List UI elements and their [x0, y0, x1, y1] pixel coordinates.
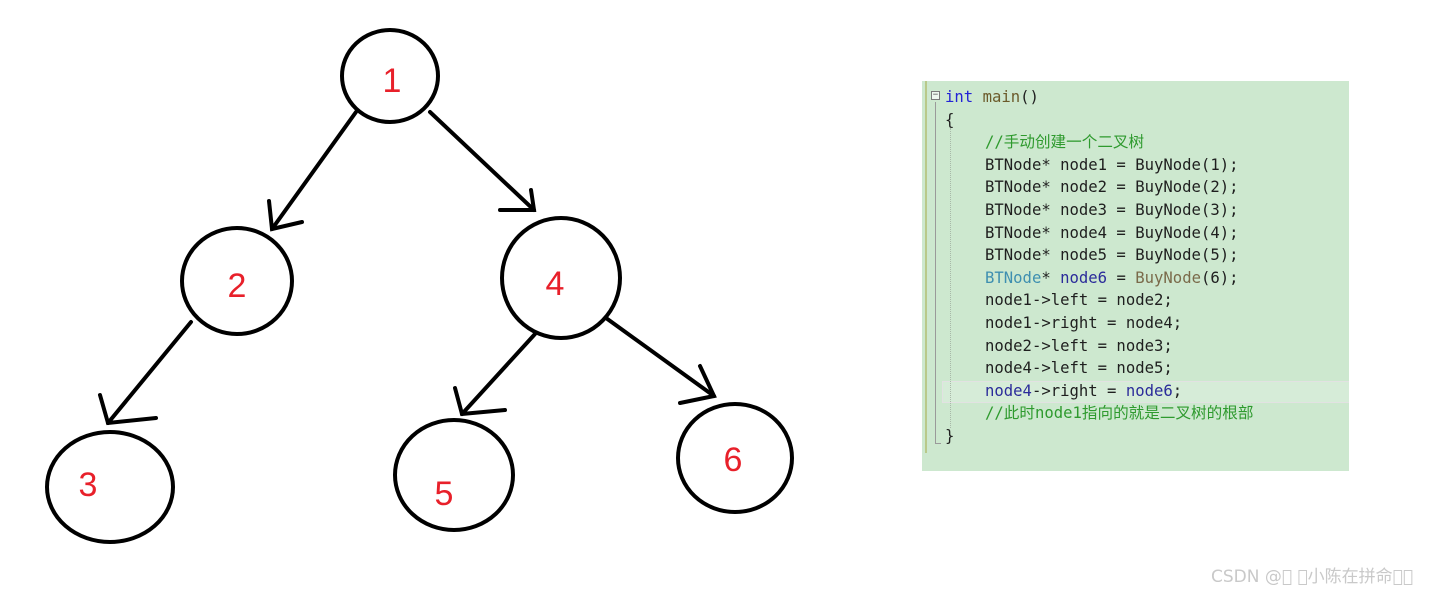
code-line-16: } [945, 427, 955, 445]
code-end: ; [1172, 381, 1183, 400]
code-star: * [1041, 268, 1061, 287]
current-line-highlight [942, 381, 1349, 403]
tree-edges [98, 110, 717, 426]
code-line-12: node2->left = node3; [985, 336, 1173, 355]
csdn-watermark: CSDN @   小陈在拼命   [1211, 567, 1414, 587]
code-line-13: node4->left = node5; [985, 359, 1173, 378]
code-comment-2: //此时node1指向的就是二叉树的根部 [985, 404, 1254, 423]
indent-guide [950, 128, 951, 428]
code-line-1: int main() [945, 86, 1039, 109]
code-line-2: { [945, 110, 955, 129]
node-label-3: 3 [79, 466, 98, 504]
node-label-6: 6 [724, 441, 743, 479]
fold-guide-end [935, 443, 941, 444]
code-line-9: BTNode* node6 = BuyNode(6); [985, 267, 1239, 290]
code-mid: ->right = [1031, 381, 1126, 400]
code-line-4: BTNode* node1 = BuyNode(1); [985, 155, 1239, 174]
tree-node-1: 1 [340, 28, 440, 124]
code-comment-1: //手动创建一个二叉树 [985, 133, 1145, 152]
code-editor-panel: − int main() { //手动创建一个二叉树 BTNode* node1… [922, 81, 1349, 471]
code-line-10: node1->left = node2; [985, 291, 1173, 310]
code-line-14[interactable]: node4->right = node6; [985, 380, 1182, 403]
var-node6: node6 [1060, 268, 1108, 287]
type-btnode: BTNode [985, 268, 1042, 287]
code-args: (6); [1200, 268, 1239, 287]
edge-4-6 [604, 316, 717, 405]
tree-node-3: 3 [45, 430, 175, 544]
var-node6-ref: node6 [1125, 381, 1173, 400]
code-line-5: BTNode* node2 = BuyNode(2); [985, 178, 1239, 197]
tree-node-5: 5 [393, 418, 515, 532]
keyword-int: int [945, 88, 974, 106]
code-parens: () [1020, 88, 1039, 106]
code-line-8: BTNode* node5 = BuyNode(5); [985, 246, 1239, 265]
node-label-1: 1 [383, 62, 402, 100]
var-node4: node4 [985, 381, 1032, 400]
edge-2-3 [98, 320, 193, 426]
tree-node-6: 6 [676, 402, 794, 514]
tree-node-2: 2 [180, 226, 294, 336]
function-main: main [982, 88, 1021, 106]
node-label-4: 4 [546, 265, 565, 303]
collapse-icon[interactable]: − [931, 90, 940, 100]
code-line-6: BTNode* node3 = BuyNode(3); [985, 201, 1239, 219]
code-line-7: BTNode* node4 = BuyNode(4); [985, 223, 1239, 242]
code-eq: = [1107, 268, 1136, 287]
edge-4-5 [453, 332, 537, 417]
fold-guide-line [935, 102, 936, 444]
change-margin-bar [925, 81, 927, 453]
node-label-2: 2 [228, 267, 247, 305]
tree-node-4: 4 [500, 216, 622, 340]
edge-1-2 [267, 110, 358, 232]
code-line-11: node1->right = node4; [985, 314, 1183, 332]
node-label-5: 5 [435, 475, 454, 513]
binary-tree-diagram: 1 2 4 3 5 6 [45, 28, 794, 544]
function-buynode: BuyNode [1135, 268, 1201, 287]
edge-1-4 [428, 110, 537, 212]
